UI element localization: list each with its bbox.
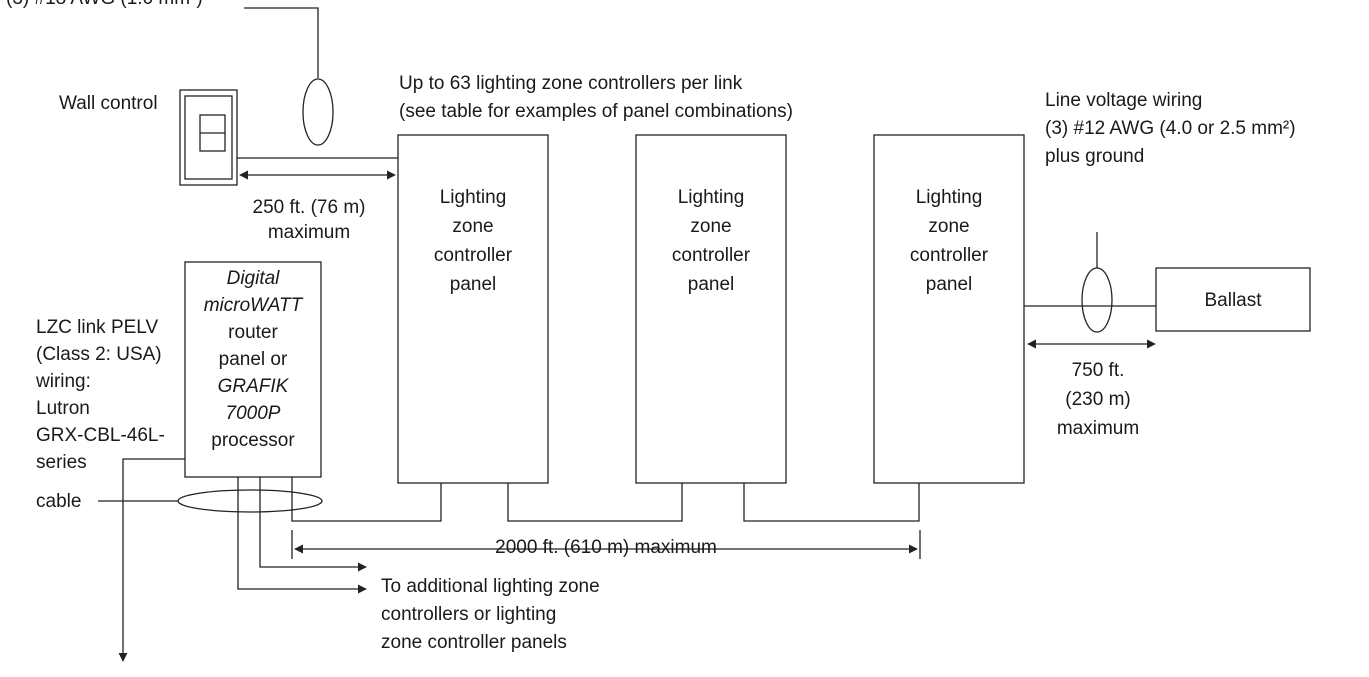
wall-cable-bundle xyxy=(302,78,334,146)
panel-1-label-line1: Lighting xyxy=(440,187,507,208)
additional-label-line1: To additional lighting zone xyxy=(381,576,600,597)
additional-label-line3: zone controller panels xyxy=(381,632,567,653)
lzc-cable-bundle xyxy=(177,489,323,513)
router-label-line1: Digital xyxy=(227,268,281,289)
panel-2-label-line3: controller xyxy=(672,245,751,266)
router-label-line6: 7000P xyxy=(226,403,281,424)
panel-1-label-line2: zone xyxy=(452,216,493,237)
dist-2000-label: 2000 ft. (610 m) maximum xyxy=(495,537,717,558)
lzc-link-label-line4: Lutron xyxy=(36,398,90,419)
additional-arrow-lower xyxy=(237,477,367,594)
zone-controller-panel-3 xyxy=(873,134,1025,484)
dist-250-label-line1: 250 ft. (76 m) xyxy=(253,197,366,218)
wall-wiring-spec-label: (3) #18 AWG (1.0 mm²) xyxy=(6,0,203,9)
panel-3-label-line4: panel xyxy=(926,274,973,295)
panel-1-label-line4: panel xyxy=(450,274,497,295)
panel-2-label-line4: panel xyxy=(688,274,735,295)
line-voltage-bundle xyxy=(1081,267,1113,333)
ballast-label: Ballast xyxy=(1204,290,1262,311)
header-line2: (see table for examples of panel combina… xyxy=(399,101,793,122)
router-label-line5: GRAFIK xyxy=(218,376,290,397)
line-voltage-label-line3: plus ground xyxy=(1045,146,1144,167)
link-wire-panel-2-to-panel-3 xyxy=(743,483,920,522)
router-label-line3: router xyxy=(228,322,278,343)
ballast-box xyxy=(1155,267,1311,332)
zone-controller-panel-1 xyxy=(397,134,549,484)
dist-250-label-line2: maximum xyxy=(268,222,350,243)
wall-control-label: Wall control xyxy=(59,93,158,114)
dist-750-label-line1: 750 ft. xyxy=(1072,360,1125,381)
down-feed-arrow xyxy=(118,458,185,662)
line-voltage-label-line2: (3) #12 AWG (4.0 or 2.5 mm²) xyxy=(1045,118,1296,139)
router-panel xyxy=(184,261,322,478)
dist-750-label-line3: maximum xyxy=(1057,418,1139,439)
panel-3-label-line3: controller xyxy=(910,245,989,266)
link-wire-panel-1-to-panel-2 xyxy=(507,483,683,522)
lzc-link-label-line5: GRX-CBL-46L- xyxy=(36,425,165,446)
header-line1: Up to 63 lighting zone controllers per l… xyxy=(399,73,743,94)
additional-label-line2: controllers or lighting xyxy=(381,604,556,625)
lzc-link-label-line2: (Class 2: USA) xyxy=(36,344,162,365)
zone-controller-panel-2 xyxy=(635,134,787,484)
lzc-link-label-line7: cable xyxy=(36,491,81,512)
panel-3-label-line1: Lighting xyxy=(916,187,983,208)
router-label-line7: processor xyxy=(211,430,295,451)
lzc-link-label-line1: LZC link PELV xyxy=(36,317,158,338)
router-label-line4: panel or xyxy=(219,349,288,370)
panel-2-label-line2: zone xyxy=(690,216,731,237)
line-voltage-label-line1: Line voltage wiring xyxy=(1045,90,1202,111)
additional-arrow-upper xyxy=(259,477,367,572)
dist-750-label-line2: (230 m) xyxy=(1065,389,1130,410)
lzc-link-label-line3: wiring: xyxy=(35,371,91,392)
link-wire-router-to-panel-1 xyxy=(291,477,442,522)
wall-wiring-leader xyxy=(244,7,319,78)
panel-3-label-line2: zone xyxy=(928,216,969,237)
panel-1-label-line3: controller xyxy=(434,245,513,266)
panel-2-label-line1: Lighting xyxy=(678,187,745,208)
lzc-link-label-line6: series xyxy=(36,452,87,473)
router-label-line2: microWATT xyxy=(204,295,304,316)
